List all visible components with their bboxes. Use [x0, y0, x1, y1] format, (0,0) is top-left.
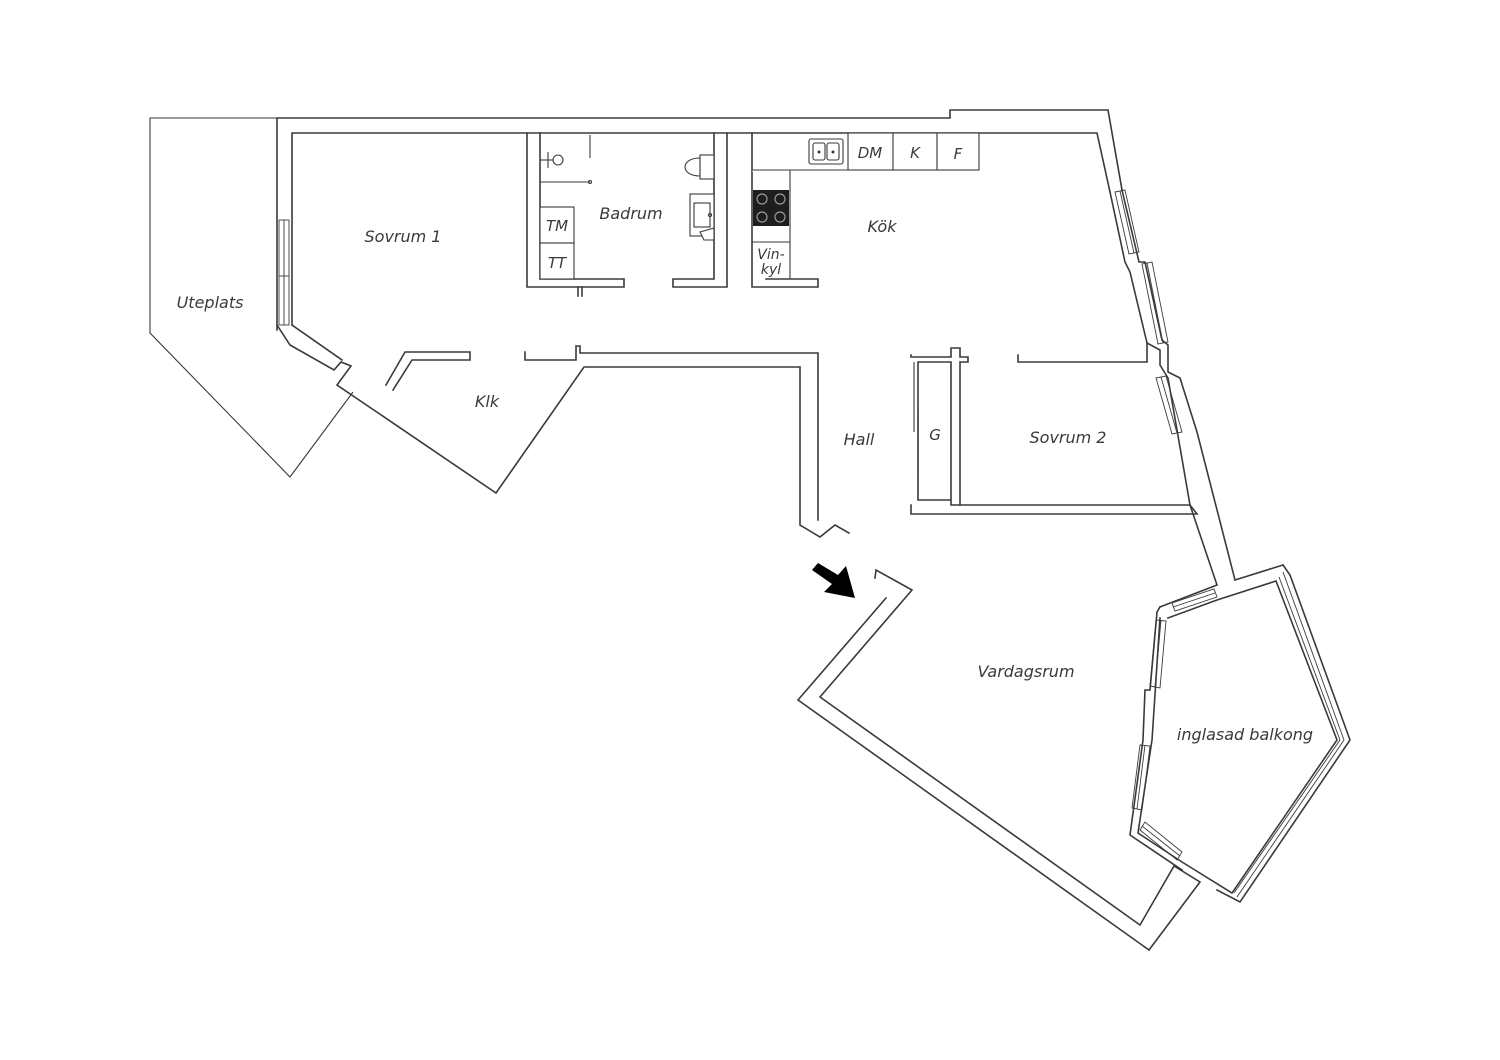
room-label-vardagsrum: Vardagsrum — [977, 662, 1074, 681]
uteplats-outline — [149, 117, 354, 478]
kok-windows — [1114, 189, 1169, 345]
room-label-kok: Kök — [868, 217, 898, 236]
shower-icon — [540, 135, 593, 185]
sovrum1-window — [278, 219, 290, 326]
washbasin-icon — [689, 193, 715, 241]
stove-icon — [753, 190, 789, 226]
room-label-hall: Hall — [844, 430, 875, 449]
sovrum2-window — [1155, 375, 1183, 435]
wardrobe-door — [913, 362, 919, 475]
freezer-label: F — [954, 145, 963, 163]
balkong-outline — [1129, 563, 1351, 904]
room-label-badrum: Badrum — [599, 204, 662, 223]
exterior-walls — [275, 109, 1285, 952]
kok-walls — [751, 132, 819, 288]
room-label-uteplats: Uteplats — [177, 293, 244, 312]
dryer-label: TT — [548, 254, 568, 272]
toilet-icon — [684, 154, 715, 180]
room-label-balkong: inglasad balkong — [1177, 725, 1313, 744]
balkong-glazing — [1131, 571, 1345, 898]
entrance-arrow-icon — [812, 563, 855, 598]
room-label-klk: Klk — [475, 392, 500, 411]
washer-dryer — [539, 206, 575, 280]
fridge-label: K — [910, 144, 921, 162]
room-label-sovrum1: Sovrum 1 — [365, 227, 442, 246]
washer-label: TM — [546, 217, 568, 235]
wardrobe-label: G — [929, 426, 941, 444]
kitchen-sink-icon — [808, 138, 844, 165]
wine-cooler-label-2: kyl — [761, 262, 781, 278]
dishwasher-label: DM — [858, 144, 883, 162]
klk-walls — [384, 345, 819, 521]
room-label-sovrum2: Sovrum 2 — [1030, 428, 1107, 447]
wine-cooler-label-1: Vin- — [757, 247, 784, 263]
hall-walls — [910, 342, 1199, 515]
